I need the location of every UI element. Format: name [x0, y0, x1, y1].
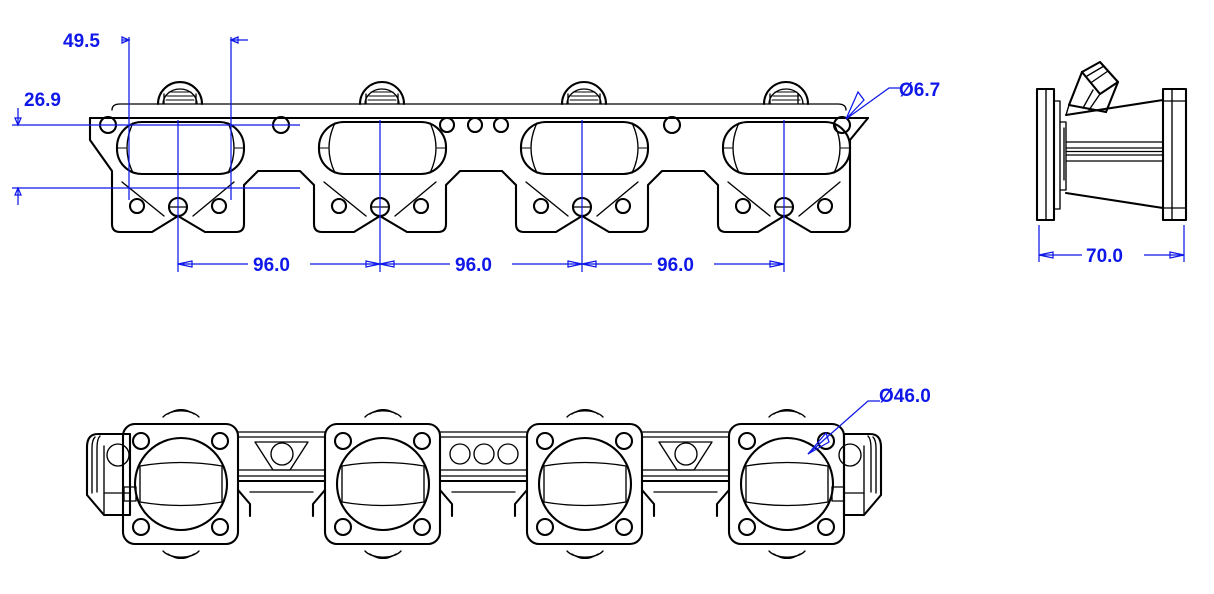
dimension-dia-46-0-label: Ø46.0 [879, 386, 931, 407]
dimension-70-0-label: 70.0 [1086, 246, 1123, 267]
intake-port [317, 120, 448, 176]
dimension-49-5-label: 49.5 [63, 31, 100, 52]
intake-port [115, 120, 246, 176]
front-lower-holes [128, 196, 834, 218]
intake-port [721, 120, 852, 176]
port-flange [525, 408, 644, 560]
stud-boss [560, 80, 608, 106]
dimension-26-9: 26.9 [12, 90, 300, 205]
port-flange [727, 408, 846, 560]
dimension-26-9-label: 26.9 [24, 90, 61, 111]
dimension-dia-46-0: Ø46.0 [807, 386, 931, 455]
dimension-70-0: 70.0 [1038, 225, 1185, 267]
front-elevation-view: 49.5 26.9 Ø6.7 [12, 31, 940, 276]
connecting-rail [438, 431, 529, 518]
dimension-96-0-second-label: 96.0 [455, 255, 492, 276]
bottom-right-end-cap [831, 432, 883, 517]
dimension-96-0-third: 96.0 [581, 252, 785, 276]
front-stud-bosses [156, 80, 810, 106]
side-right-flange [1161, 87, 1188, 222]
stud-boss [358, 80, 406, 106]
front-intake-ports [115, 120, 852, 176]
dimension-49-5: 49.5 [63, 31, 248, 200]
front-body-outline [88, 116, 870, 234]
port-flange [323, 408, 442, 560]
intake-port [519, 120, 650, 176]
stud-boss [762, 80, 810, 106]
dimension-96-0-first: 96.0 [177, 252, 381, 276]
connecting-rail [640, 431, 731, 518]
side-angled-stud-boss [1065, 60, 1120, 116]
side-left-flange [1035, 87, 1067, 222]
side-tapered-body [1063, 98, 1165, 210]
stud-boss [156, 80, 204, 106]
connecting-rail [236, 431, 327, 518]
dimension-96-0-second: 96.0 [379, 252, 583, 276]
bottom-plan-view: Ø46.0 [85, 386, 931, 560]
dimension-dia-6-7-label: Ø6.7 [899, 80, 940, 101]
right-side-section-view: 70.0 [1035, 60, 1188, 267]
bottom-left-end-cap [85, 432, 137, 517]
port-flange [121, 408, 240, 560]
front-centerlines [177, 120, 785, 272]
bottom-port-flanges [121, 408, 846, 560]
dimension-96-0-first-label: 96.0 [253, 255, 290, 276]
front-web-diagonals [121, 181, 841, 217]
front-top-rail [111, 103, 847, 111]
bottom-connecting-rails [236, 431, 731, 518]
dimension-dia-6-7: Ø6.7 [845, 80, 940, 120]
dimension-96-0-third-label: 96.0 [657, 255, 694, 276]
